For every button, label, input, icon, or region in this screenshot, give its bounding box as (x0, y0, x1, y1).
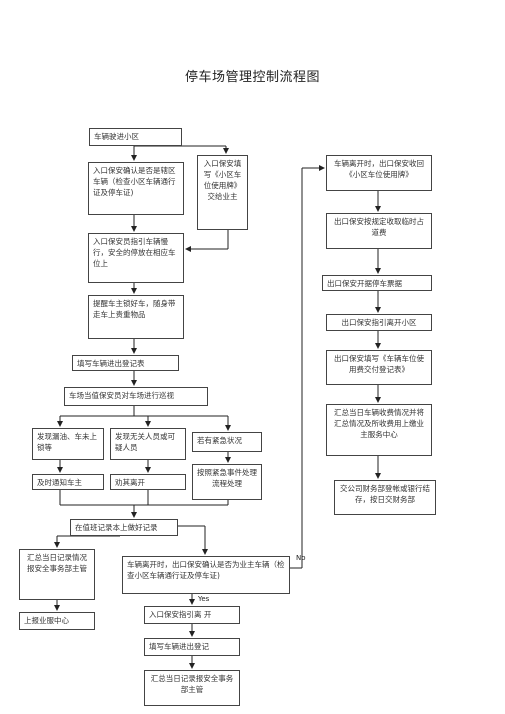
page-title: 停车场管理控制流程图 (184, 70, 320, 85)
node-summary-report: 汇总当日记录情况报安全事务部主管 (19, 549, 95, 600)
node-charge-fee: 出口保安按规定收取临时占道费 (326, 213, 432, 249)
label-yes: Yes (198, 595, 210, 603)
node-guide-leave: 出口保安指引离开小区 (326, 314, 432, 331)
node-collect-card: 车辆离开时，出口保安收回《小区车位使用牌》 (326, 155, 432, 191)
node-guide-parking: 入口保安员指引车辆慢行，安全的停放在相应车位上 (88, 233, 184, 283)
node-remind-owner: 提醒车主锁好车，随身带走车上贵重物品 (88, 295, 184, 339)
node-check-resident: 入口保安确认是否是辖区车辆（检查小区车辆通行证及停车证) (88, 162, 184, 215)
node-suspicious: 发现无关人员或可疑人员 (110, 428, 186, 460)
node-fee-summary: 汇总当日车辆收费情况并将汇总情况及所收费用上缴业主服务中心 (326, 404, 432, 456)
node-finance-deposit: 交公司财务部登帐或银行结存，按日交财务部 (334, 480, 436, 515)
node-fill-exit-log: 填写车辆进出登记 (144, 638, 240, 656)
node-patrol: 车场当值保安员对车场进行巡视 (64, 387, 208, 406)
node-emergency: 若有紧急状况 (192, 432, 262, 452)
node-duty-record: 在值班记录本上做好记录 (70, 519, 178, 536)
label-no: No (296, 554, 306, 562)
node-issue-ticket: 出口保安开据停车票据 (322, 275, 432, 291)
node-fill-log: 填写车辆进出登记表 (72, 355, 179, 371)
node-issue-card: 入口保安填写《小区车位使用牌》交给业主 (197, 155, 248, 230)
node-vehicle-enter: 车辆驶进小区 (89, 128, 182, 146)
node-report-service: 上报业服中心 (19, 612, 95, 630)
node-final-summary: 汇总当日记录报安全事务部主管 (144, 670, 240, 706)
node-notify-owner: 及时通知车主 (32, 474, 104, 490)
node-persuade-leave: 劝其离开 (110, 474, 186, 490)
node-guide-exit: 入口保安指引离 开 (144, 606, 240, 624)
node-fee-register: 出口保安填写《车辆车位使用费交付登记表》 (326, 350, 432, 385)
node-oil-leak: 发现漏油、车未上锁等 (32, 428, 104, 460)
node-emergency-procedure: 按照紧急事件处理流程处理 (192, 464, 262, 500)
node-exit-check: 车辆离开时，出口保安确认是否为业主车辆（检查小区车辆通行证及停车证) (122, 556, 290, 594)
